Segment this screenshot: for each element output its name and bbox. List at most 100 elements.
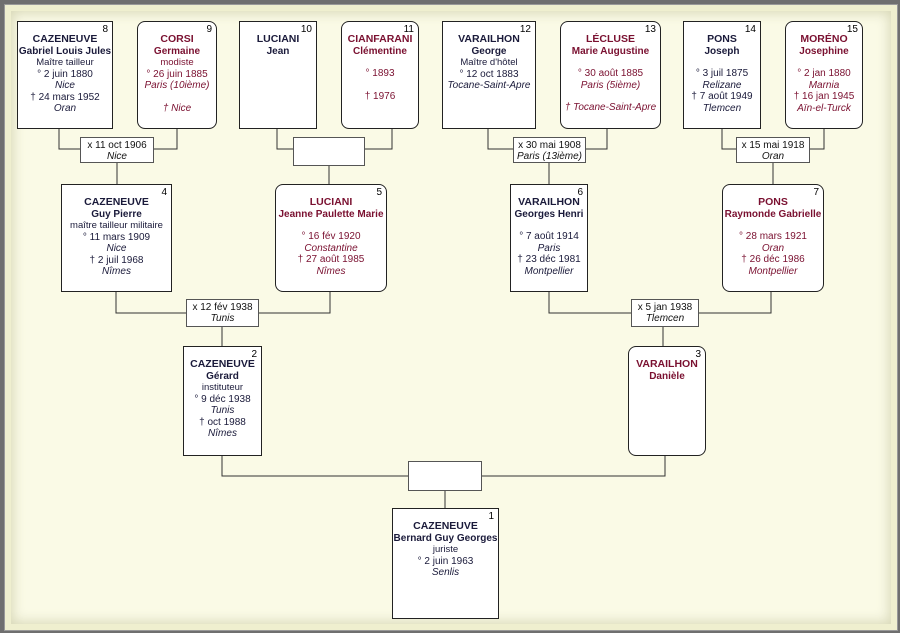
surname: PONS xyxy=(758,196,788,208)
birth-place: Oran xyxy=(761,242,785,254)
given-name: Jeanne Paulette Marie xyxy=(278,208,384,220)
occupation: Maître tailleur xyxy=(36,57,94,68)
sosa-number: 4 xyxy=(161,187,167,198)
surname: CORSI xyxy=(160,33,194,45)
birth: ° 28 mars 1921 xyxy=(739,231,807,242)
death-place: Aïn-el-Turck xyxy=(797,102,851,114)
marriage-4-5: x 12 fév 1938 Tunis xyxy=(186,299,259,327)
person-10[interactable]: 10 LUCIANI Jean xyxy=(239,21,317,129)
surname: CAZENEUVE xyxy=(413,520,478,532)
surname: LUCIANI xyxy=(256,33,300,45)
given-name: Georges Henri xyxy=(514,208,584,220)
birth: ° 2 juin 1880 xyxy=(37,68,93,80)
given-name: Bernard Guy Georges xyxy=(393,532,498,544)
given-name: Danièle xyxy=(649,370,685,382)
birth-place: Constantine xyxy=(304,242,358,254)
surname: MORÉNO xyxy=(800,33,848,45)
death: † 24 mars 1952 xyxy=(30,91,100,103)
sosa-number: 6 xyxy=(577,187,583,198)
marriage-2-3 xyxy=(408,461,482,491)
birth-place: Paris xyxy=(537,242,561,254)
death: † 27 août 1985 xyxy=(297,254,365,265)
person-6[interactable]: 6 VARAILHON Georges Henri ° 7 août 1914 … xyxy=(510,184,588,292)
birth: ° 11 mars 1909 xyxy=(82,231,151,243)
birth-place: Relizane xyxy=(702,79,742,91)
marriage-12-13: x 30 mai 1908 Paris (13ième) xyxy=(513,137,586,163)
sosa-number: 1 xyxy=(488,511,494,522)
person-11[interactable]: 11 CIANFARANI Clémentine ° 1893 † 1976 xyxy=(341,21,419,129)
surname: CAZENEUVE xyxy=(32,33,98,45)
marriage-6-7: x 5 jan 1938 Tlemcen xyxy=(631,299,699,327)
person-12[interactable]: 12 VARAILHON George Maître d'hôtel ° 12 … xyxy=(442,21,536,129)
given-name: Clémentine xyxy=(353,45,407,57)
marriage-14-15: x 15 mai 1918 Oran xyxy=(736,137,810,163)
sosa-number: 8 xyxy=(102,24,108,35)
given-name: Gérard xyxy=(206,370,239,382)
death: † Tocane-Saint-Apre xyxy=(564,102,657,113)
birth: ° 2 jan 1880 xyxy=(797,68,851,79)
sosa-number: 5 xyxy=(376,187,382,198)
marriage-place: Nice xyxy=(106,151,127,162)
sosa-number: 13 xyxy=(644,24,656,35)
marriage-date: x 12 fév 1938 xyxy=(192,302,253,313)
person-14[interactable]: 14 PONS Joseph ° 3 juil 1875 Relizane † … xyxy=(683,21,761,129)
marriage-place: Tlemcen xyxy=(645,313,685,324)
surname: CAZENEUVE xyxy=(84,196,149,208)
death-place: Oran xyxy=(53,103,77,114)
death-place: Tlemcen xyxy=(702,102,742,114)
birth-place: Paris (5ième) xyxy=(580,79,641,91)
marriage-date: x 5 jan 1938 xyxy=(637,302,693,313)
occupation: modiste xyxy=(160,57,194,68)
surname: PONS xyxy=(707,33,737,45)
given-name: Joseph xyxy=(704,45,740,57)
birth: ° 26 juin 1885 xyxy=(146,68,208,80)
person-8[interactable]: 8 CAZENEUVE Gabriel Louis Jules Maître t… xyxy=(17,21,113,129)
birth: ° 12 oct 1883 xyxy=(459,68,519,80)
person-1[interactable]: 1 CAZENEUVE Bernard Guy Georges juriste … xyxy=(392,508,499,619)
sosa-number: 7 xyxy=(813,187,819,198)
sosa-number: 9 xyxy=(206,24,212,35)
marriage-place: Tunis xyxy=(210,313,235,324)
marriage-date: x 15 mai 1918 xyxy=(741,140,805,151)
given-name: Germaine xyxy=(153,45,201,57)
death: † 23 déc 1981 xyxy=(517,254,581,265)
death: † 26 déc 1986 xyxy=(741,254,805,265)
person-2[interactable]: 2 CAZENEUVE Gérard instituteur ° 9 déc 1… xyxy=(183,346,262,456)
occupation: instituteur xyxy=(201,382,244,393)
birth-place: Nice xyxy=(54,80,75,91)
birth-place: Tocane-Saint-Apre xyxy=(447,80,531,91)
surname: CIANFARANI xyxy=(347,33,413,45)
person-3[interactable]: 3 VARAILHON Danièle xyxy=(628,346,706,456)
given-name: Raymonde Gabrielle xyxy=(724,208,822,220)
given-name: Gabriel Louis Jules xyxy=(18,45,112,57)
person-13[interactable]: 13 LÉCLUSE Marie Augustine ° 30 août 188… xyxy=(560,21,661,129)
birth: ° 16 fév 1920 xyxy=(301,231,361,242)
marriage-date: x 11 oct 1906 xyxy=(87,140,147,151)
birth: ° 30 août 1885 xyxy=(577,68,644,79)
given-name: George xyxy=(471,45,507,57)
death-place: Montpellier xyxy=(748,265,798,277)
marriage-place: Oran xyxy=(761,151,785,162)
surname: VARAILHON xyxy=(636,358,698,370)
person-5[interactable]: 5 LUCIANI Jeanne Paulette Marie ° 16 fév… xyxy=(275,184,387,292)
marriage-8-9: x 11 oct 1906 Nice xyxy=(80,137,154,163)
marriage-place: Paris (13ième) xyxy=(516,151,583,162)
person-7[interactable]: 7 PONS Raymonde Gabrielle ° 28 mars 1921… xyxy=(722,184,824,292)
person-4[interactable]: 4 CAZENEUVE Guy Pierre maître tailleur m… xyxy=(61,184,172,292)
marriage-date: x 30 mai 1908 xyxy=(518,140,581,151)
sosa-number: 14 xyxy=(744,24,756,35)
person-15[interactable]: 15 MORÉNO Josephine ° 2 jan 1880 Marnia … xyxy=(785,21,863,129)
sosa-number: 2 xyxy=(251,349,257,360)
birth: ° 1893 xyxy=(365,68,395,79)
occupation: Maître d'hôtel xyxy=(460,57,518,68)
given-name: Marie Augustine xyxy=(571,45,650,57)
birth-place: Senlis xyxy=(431,567,460,578)
given-name: Josephine xyxy=(799,45,849,57)
person-9[interactable]: 9 CORSI Germaine modiste ° 26 juin 1885 … xyxy=(137,21,217,129)
birth: ° 9 déc 1938 xyxy=(194,393,251,405)
birth-place: Marnia xyxy=(808,79,840,91)
sosa-number: 3 xyxy=(695,349,701,360)
surname: VARAILHON xyxy=(458,33,520,45)
given-name: Jean xyxy=(266,45,290,57)
occupation: maître tailleur militaire xyxy=(70,220,163,231)
